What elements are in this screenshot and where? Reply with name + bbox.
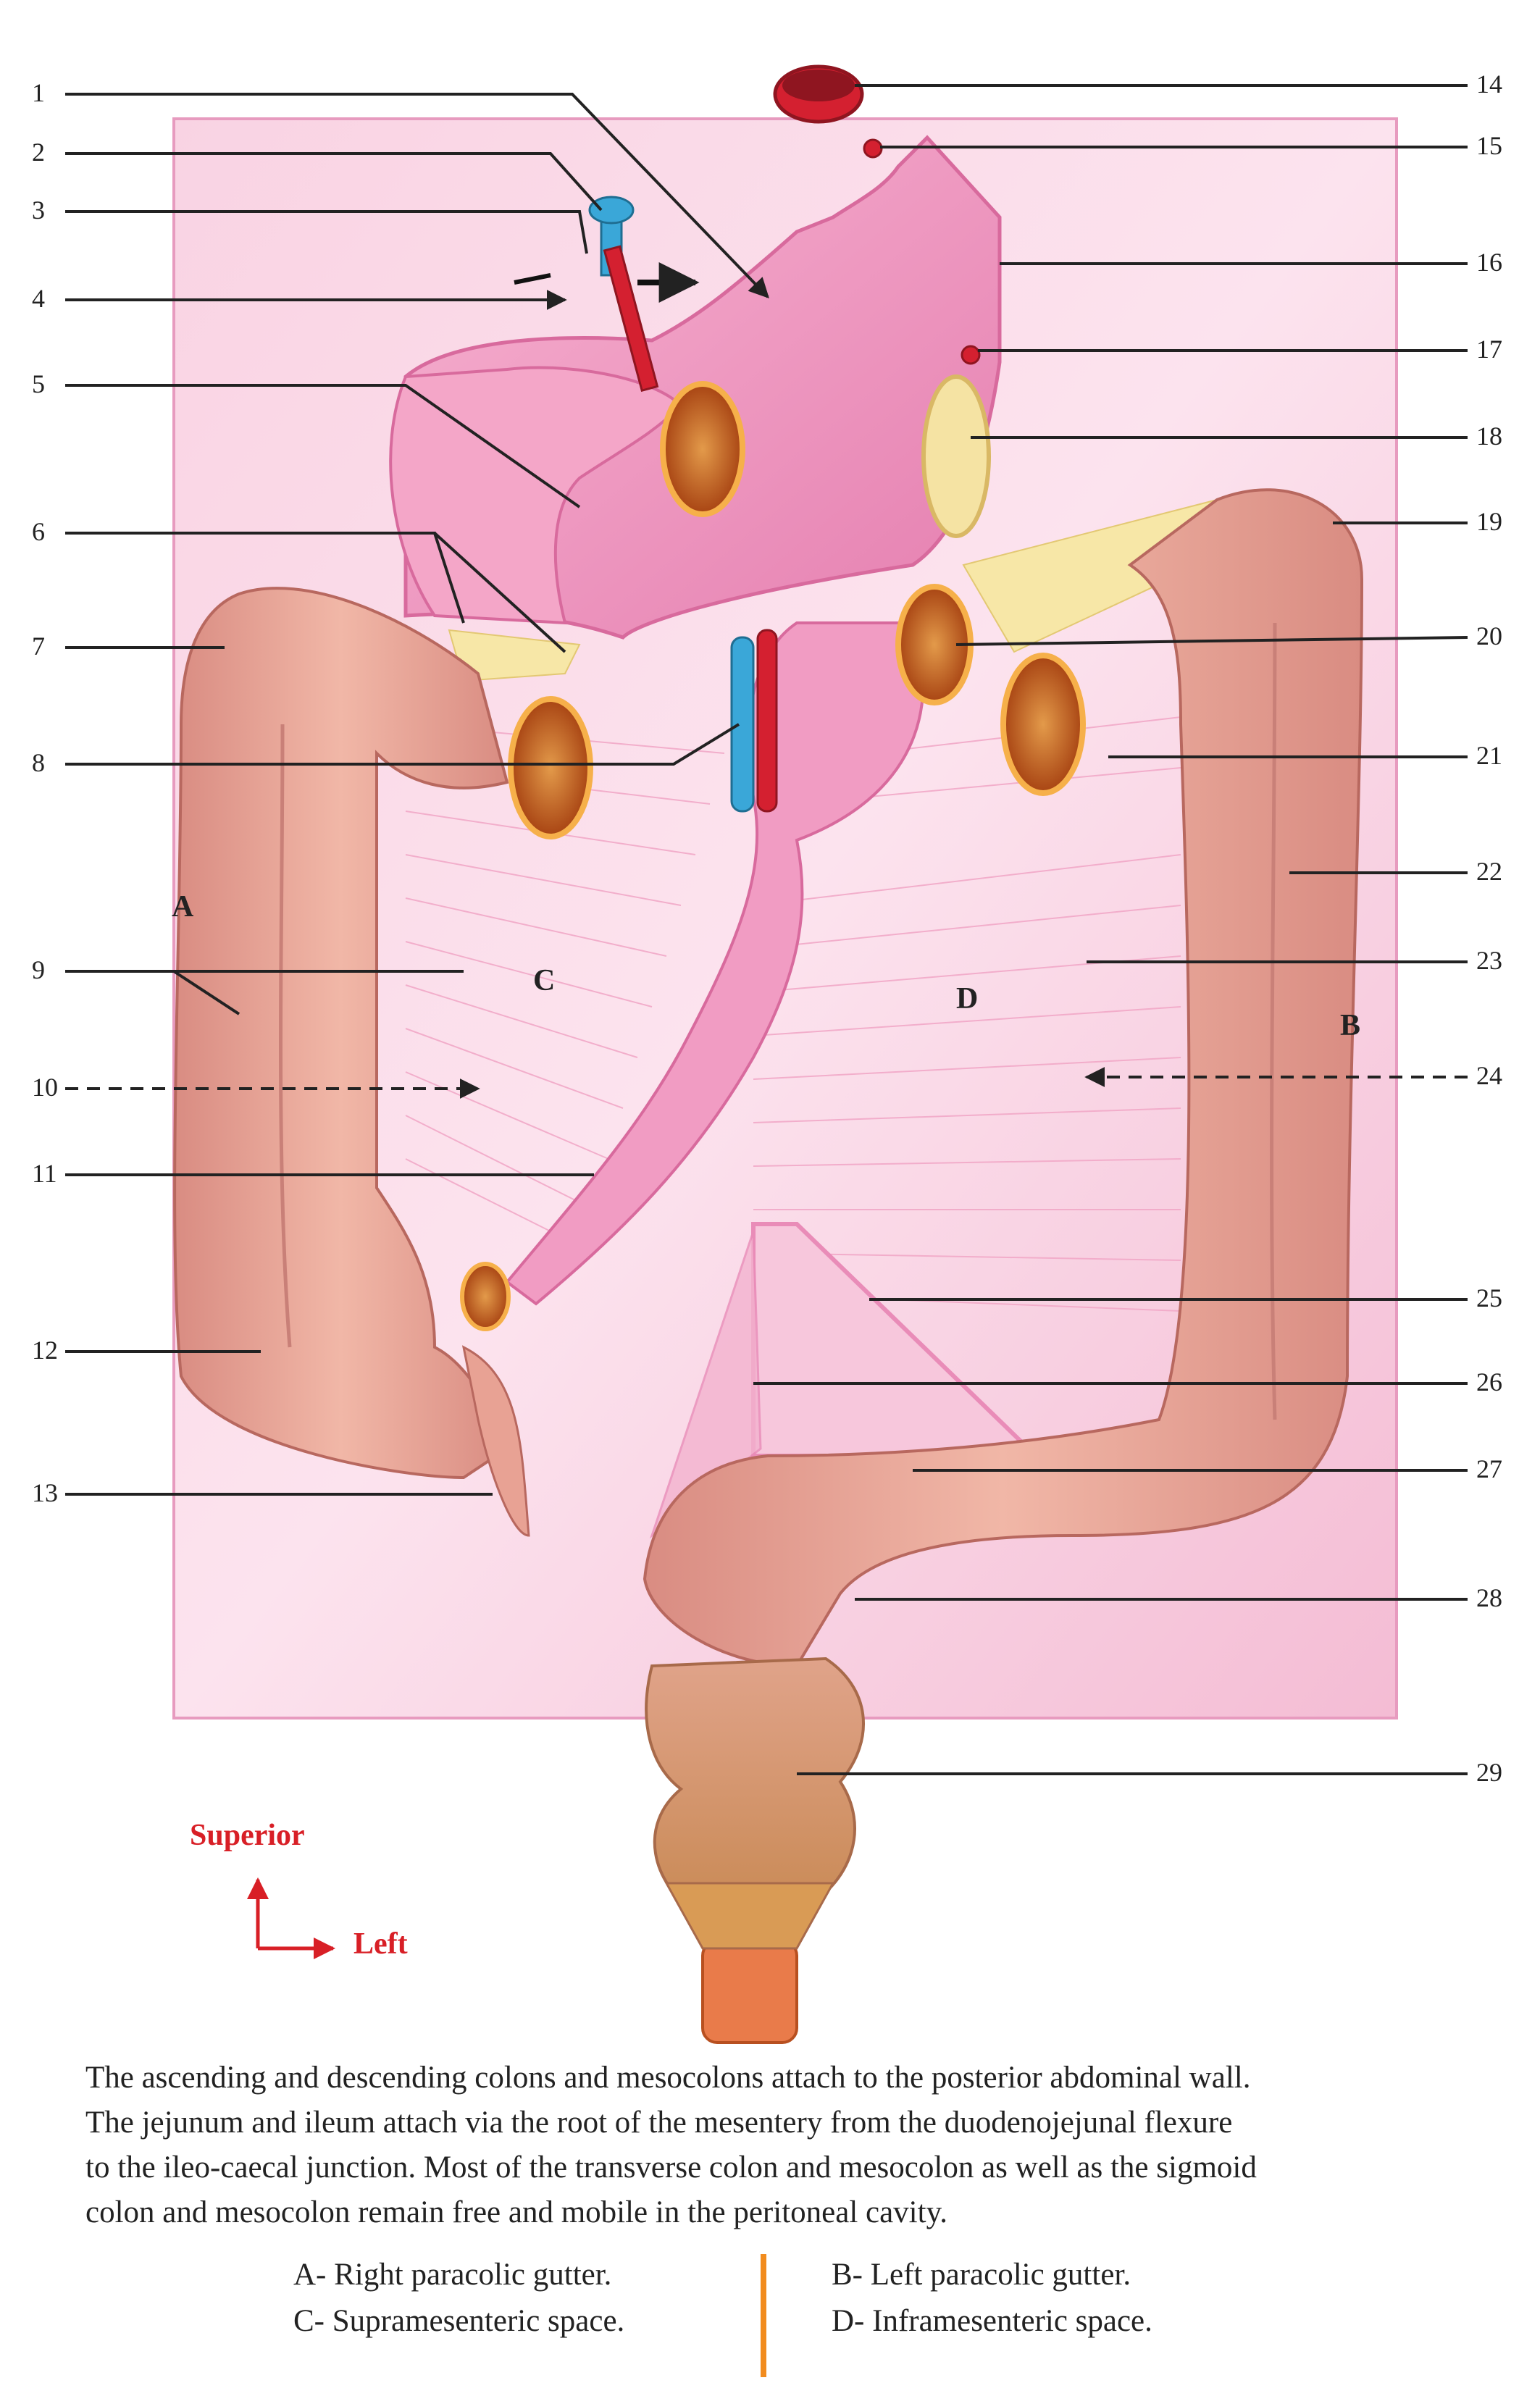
cut-end-transverse-left: [1000, 653, 1086, 796]
vessel-dot-15: [863, 138, 883, 159]
aorta-lumen: [782, 70, 855, 101]
label-4: 4: [32, 284, 45, 313]
cut-end-stomach: [660, 381, 745, 517]
legend-a: A- Right paracolic gutter.: [293, 2258, 612, 2292]
label-5: 5: [32, 369, 45, 398]
anal-canal-lower: [664, 1882, 835, 1950]
label-8: 8: [32, 748, 45, 777]
label-27: 27: [1476, 1454, 1502, 1483]
descending-colon: [643, 488, 1364, 1668]
caption-line-3: to the ileo-caecal junction. Most of the…: [85, 2150, 1257, 2185]
label-15: 15: [1476, 131, 1502, 160]
label-26: 26: [1476, 1367, 1502, 1396]
caption-line-1: The ascending and descending colons and …: [85, 2061, 1251, 2095]
label-18: 18: [1476, 422, 1502, 451]
rectum: [645, 1656, 865, 1914]
legend-b: B- Left paracolic gutter.: [832, 2258, 1131, 2292]
caption-line-4: colon and mesocolon remain free and mobi…: [85, 2195, 948, 2229]
region-a: A: [172, 890, 194, 923]
label-1: 1: [32, 78, 45, 107]
orientation-superior: Superior: [190, 1819, 305, 1852]
vessel-vein-cap: [588, 196, 635, 225]
cut-end-transverse-right: [508, 696, 593, 839]
anal-canal: [701, 1940, 798, 2044]
label-25: 25: [1476, 1283, 1502, 1312]
label-17: 17: [1476, 335, 1502, 364]
label-13: 13: [32, 1478, 58, 1507]
caption-line-2: The jejunum and ileum attach via the roo…: [85, 2106, 1233, 2140]
label-11: 11: [32, 1159, 57, 1188]
label-20: 20: [1476, 621, 1502, 650]
arrow-chevrons: [514, 273, 551, 285]
label-21: 21: [1476, 741, 1502, 770]
label-29: 29: [1476, 1758, 1502, 1787]
label-16: 16: [1476, 248, 1502, 277]
orientation-left: Left: [353, 1927, 408, 1961]
label-14: 14: [1476, 70, 1502, 99]
mesenteric-artery: [756, 629, 778, 813]
appendix: [461, 1345, 530, 1537]
legend-d: D- Inframesenteric space.: [832, 2304, 1152, 2338]
mesenteric-vein: [730, 636, 755, 813]
label-28: 28: [1476, 1583, 1502, 1612]
fat-lobule: [921, 374, 991, 538]
label-9: 9: [32, 955, 45, 984]
region-b: B: [1340, 1009, 1361, 1042]
leader-lines-left: [65, 93, 769, 1496]
region-c: C: [533, 964, 556, 997]
region-d: D: [956, 982, 979, 1015]
taenia-ascending: [279, 724, 292, 1348]
label-3: 3: [32, 196, 45, 225]
vessel-dot-17: [961, 345, 981, 365]
label-22: 22: [1476, 857, 1502, 886]
jejunum-descent: [505, 621, 925, 1306]
label-12: 12: [32, 1336, 58, 1365]
caption: The ascending and descending colons and …: [85, 2056, 1505, 2235]
cut-end-ileum: [460, 1262, 511, 1331]
label-10: 10: [32, 1073, 58, 1102]
label-23: 23: [1476, 946, 1502, 975]
label-6: 6: [32, 517, 45, 546]
label-19: 19: [1476, 507, 1502, 536]
vessel-artery-upper: [603, 245, 659, 393]
taenia-descending: [1270, 622, 1277, 1420]
leader-lines-right: [753, 84, 1468, 1775]
label-7: 7: [32, 632, 45, 661]
label-2: 2: [32, 138, 45, 167]
legend-c: C- Supramesenteric space.: [293, 2304, 625, 2338]
legend-separator: [761, 2254, 766, 2377]
label-24: 24: [1476, 1061, 1502, 1090]
